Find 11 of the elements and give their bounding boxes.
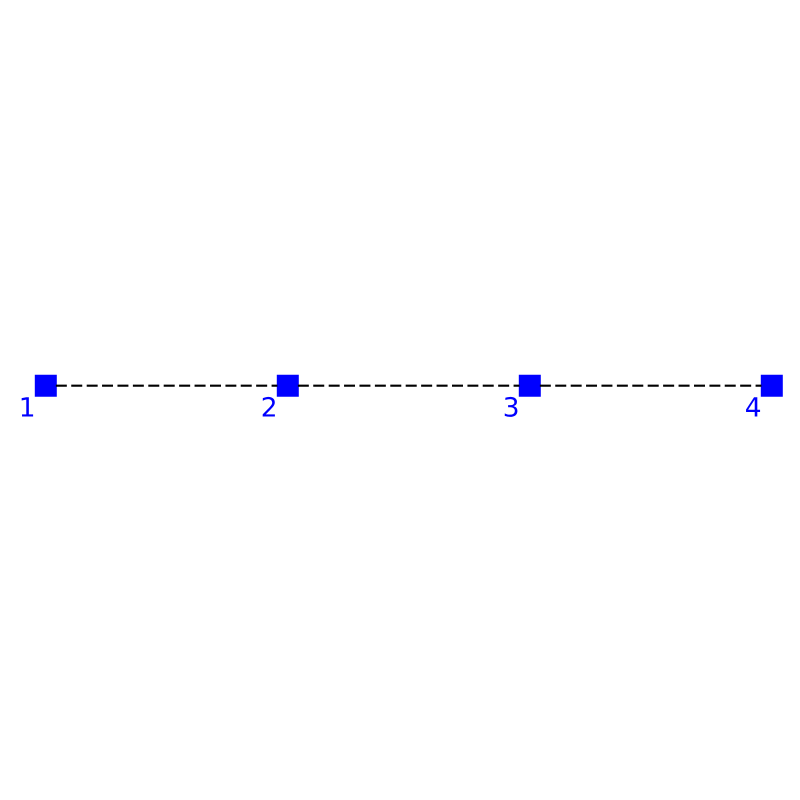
node-box — [518, 374, 541, 397]
node-label: 2 — [260, 392, 278, 424]
node-box — [276, 374, 299, 397]
node-label: 3 — [502, 392, 520, 424]
connector — [56, 384, 278, 387]
node-label: 4 — [744, 392, 762, 424]
connector — [540, 384, 762, 387]
connector — [298, 384, 520, 387]
node-box — [760, 374, 783, 397]
node-box — [34, 374, 57, 397]
node-label: 1 — [18, 392, 36, 424]
